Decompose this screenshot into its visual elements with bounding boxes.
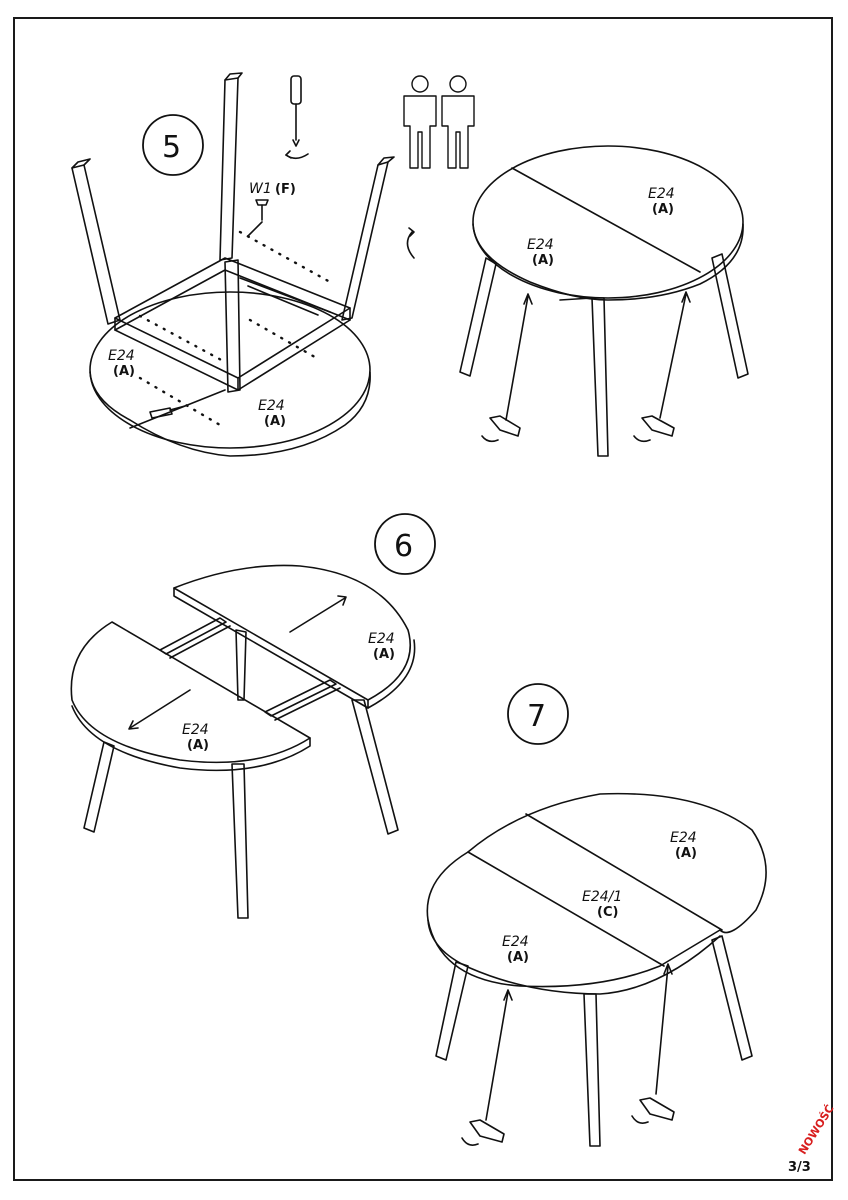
page-number: 3/3: [788, 1160, 811, 1175]
step6-part-left: E24: [182, 722, 209, 738]
step7-code-left: (A): [507, 950, 529, 965]
step-6-number-text: 6: [394, 529, 413, 564]
step5-part-right: E24: [258, 398, 285, 414]
step7-part-middle: E24/1: [582, 889, 622, 905]
separated-table: [70, 564, 416, 919]
step-6-circle: 5 6: [374, 513, 436, 575]
upside-down-table: [71, 72, 395, 457]
step7-code-middle: (C): [597, 905, 618, 920]
step6-code-right: (A): [373, 647, 395, 662]
step6-part-right: E24: [368, 631, 395, 647]
upright-round-table: [459, 145, 749, 457]
step5b-code-right: (A): [652, 202, 674, 217]
step5b-code-left: (A): [532, 253, 554, 268]
two-person-icon: [403, 75, 475, 169]
page-frame: [13, 17, 833, 1181]
step-5-circle: 5: [142, 114, 204, 176]
step7-part-right: E24: [670, 830, 697, 846]
step7-part-left: E24: [502, 934, 529, 950]
step-7-circle: 7: [507, 683, 569, 745]
step-5-number: 5: [162, 130, 181, 165]
step5-part-left: E24: [108, 348, 135, 364]
step5b-part-right: E24: [648, 186, 675, 202]
step5-code-left: (A): [113, 364, 135, 379]
rotate-arrow-icon: [406, 227, 415, 259]
screw-code-label: (F): [275, 182, 296, 197]
step7-code-right: (A): [675, 846, 697, 861]
step6-code-left: (A): [187, 738, 209, 753]
step5-code-right: (A): [264, 414, 286, 429]
screwdriver-icon: [285, 75, 309, 160]
extended-oval-table: [426, 792, 767, 1147]
screw-label: W1: [249, 181, 272, 197]
step5b-part-left: E24: [527, 237, 554, 253]
step-7-number: 7: [527, 699, 546, 734]
